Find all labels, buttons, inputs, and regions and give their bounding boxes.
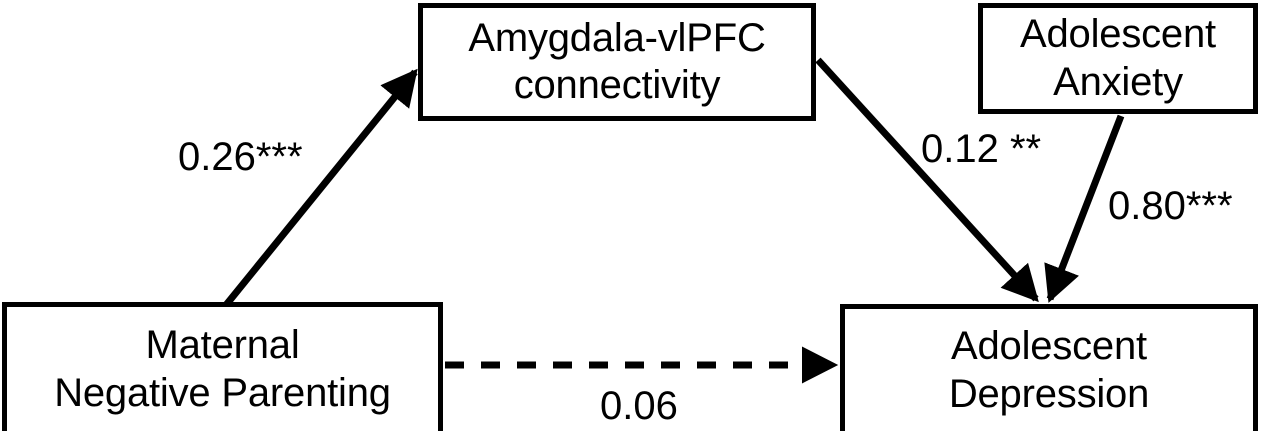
- node-amygdala-vlpfc-connectivity: Amygdala-vlPFC connectivity: [418, 3, 816, 121]
- node-adolescent-anxiety: Adolescent Anxiety: [978, 3, 1258, 114]
- edge-label-anxiety-path: 0.80***: [1108, 184, 1233, 228]
- edge-anxiety-path: [1044, 114, 1125, 303]
- edge-a-path: [223, 68, 418, 308]
- node-adolescent-depression: Adolescent Depression: [840, 304, 1258, 431]
- node-label: Amygdala-vlPFC connectivity: [468, 15, 766, 107]
- node-label: Adolescent Anxiety: [1020, 12, 1216, 104]
- edge-label-a-path: 0.26***: [178, 135, 303, 179]
- node-label: Adolescent Depression: [948, 324, 1150, 416]
- edge-b-path: [815, 57, 1039, 303]
- node-maternal-negative-parenting: Maternal Negative Parenting: [2, 302, 443, 431]
- node-label: Maternal Negative Parenting: [54, 323, 391, 415]
- edge-label-direct-path: 0.06: [600, 384, 678, 428]
- edge-label-b-path: 0.12 **: [921, 127, 1042, 171]
